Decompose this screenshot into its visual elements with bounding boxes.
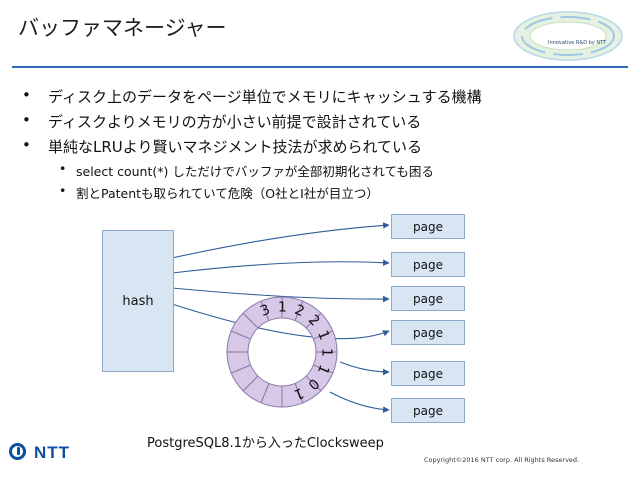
bullet-item: ディスク上のデータをページ単位でメモリにキャッシュする機構 [22, 86, 482, 107]
page-box: page [391, 320, 465, 345]
page-box: page [391, 286, 465, 311]
arrow-to-page-5 [339, 361, 390, 376]
ring-count-label: 1 [278, 299, 287, 315]
ring-count-label: 1 [318, 348, 334, 357]
arrow-to-page-1 [171, 222, 390, 259]
sub-bullet-item: select count(*) しただけでバッファが全部初期化されても困る [59, 161, 434, 180]
arrow-to-page-3 [171, 287, 390, 303]
ntt-rd-logo-icon [513, 11, 623, 61]
slide-title: バッファマネージャー [18, 16, 227, 40]
sub-bullet-item: 割とPatentも取られていて危険（O社とI社が目立つ） [59, 183, 379, 202]
page-box: page [391, 252, 465, 277]
page-box: page [391, 214, 465, 239]
header-divider [12, 66, 628, 68]
logo-text: Innovative R&D by NTT [548, 40, 607, 46]
bullet-item: ディスクよりメモリの方が小さい前提で設計されている [22, 111, 421, 132]
page-box: page [391, 361, 465, 386]
bullet-item: 単純なLRUより賢いマネジメント技法が求められている [22, 136, 422, 157]
page-box: page [391, 398, 465, 423]
diagram-caption: PostgreSQL8.1から入ったClocksweep [147, 436, 384, 451]
arrow-to-page-2 [171, 259, 390, 274]
arrow-to-page-4 [171, 303, 390, 340]
copyright-text: Copyright©2016 NTT corp. All Rights Rese… [424, 456, 580, 464]
ntt-logo-icon [9, 443, 26, 460]
arrow-to-page-6 [329, 391, 390, 413]
arrow-group [171, 222, 390, 413]
ntt-brand: NTT [34, 443, 71, 462]
ring-slot [312, 330, 338, 353]
hash-table: hash [102, 230, 174, 372]
